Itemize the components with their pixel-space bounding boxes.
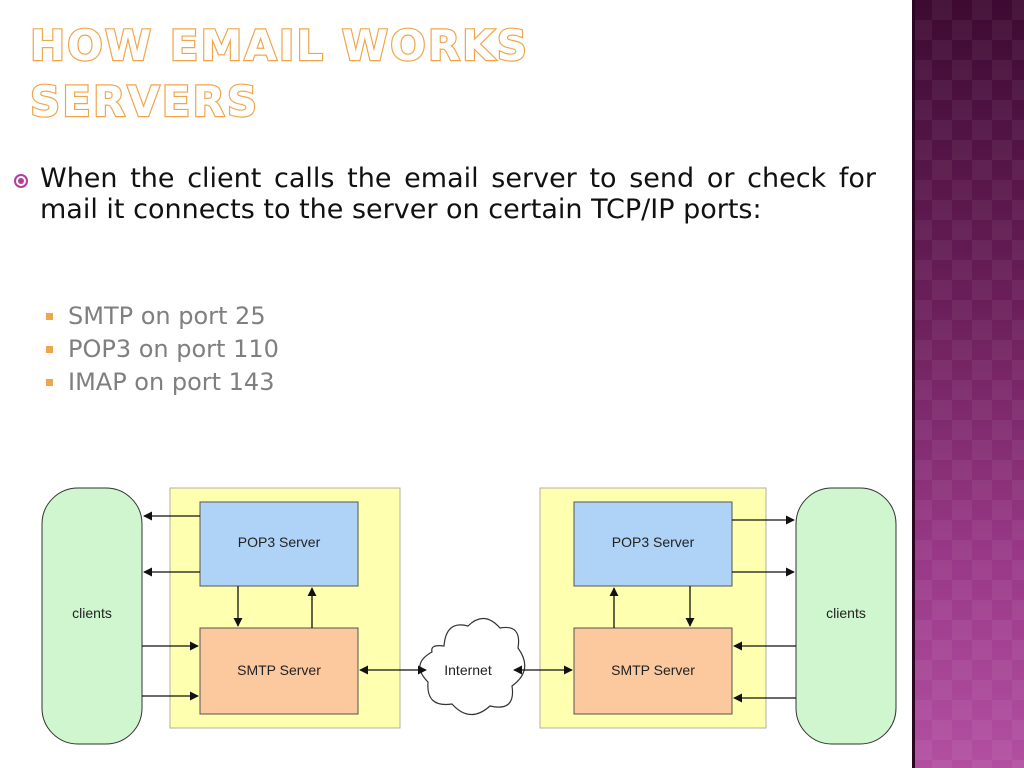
circle-bullet-icon (14, 174, 28, 188)
port-item-smtp: SMTP on port 25 (46, 300, 279, 333)
left-smtp-box (199, 627, 359, 715)
title-line-1: HOW EMAIL WORKS (29, 20, 529, 71)
title-line-2: SERVERS (29, 76, 260, 127)
left-pop3-label: POP3 Server (238, 534, 321, 550)
decorative-side-band (912, 0, 1024, 768)
main-bullet-text: When the client calls the email server t… (40, 163, 876, 225)
left-clients-box (41, 487, 143, 745)
right-clients-box (795, 487, 897, 745)
right-pop3-box (573, 501, 733, 587)
internet-label: Internet (444, 662, 492, 678)
port-item-imap: IMAP on port 143 (46, 366, 279, 399)
email-flow-diagram: clients clients POP3 Server SMTP Server … (41, 487, 897, 745)
left-clients-label: clients (72, 605, 112, 621)
port-list: SMTP on port 25 POP3 on port 110 IMAP on… (46, 300, 279, 399)
slide-title: HOW EMAIL WORKS SERVERS (29, 18, 630, 130)
main-bullet: When the client calls the email server t… (14, 163, 876, 225)
right-smtp-label: SMTP Server (611, 662, 695, 678)
right-pop3-label: POP3 Server (612, 534, 695, 550)
right-clients-label: clients (826, 605, 866, 621)
right-smtp-box (573, 627, 733, 715)
left-smtp-label: SMTP Server (237, 662, 321, 678)
left-pop3-box (199, 501, 359, 587)
port-item-pop3: POP3 on port 110 (46, 333, 279, 366)
